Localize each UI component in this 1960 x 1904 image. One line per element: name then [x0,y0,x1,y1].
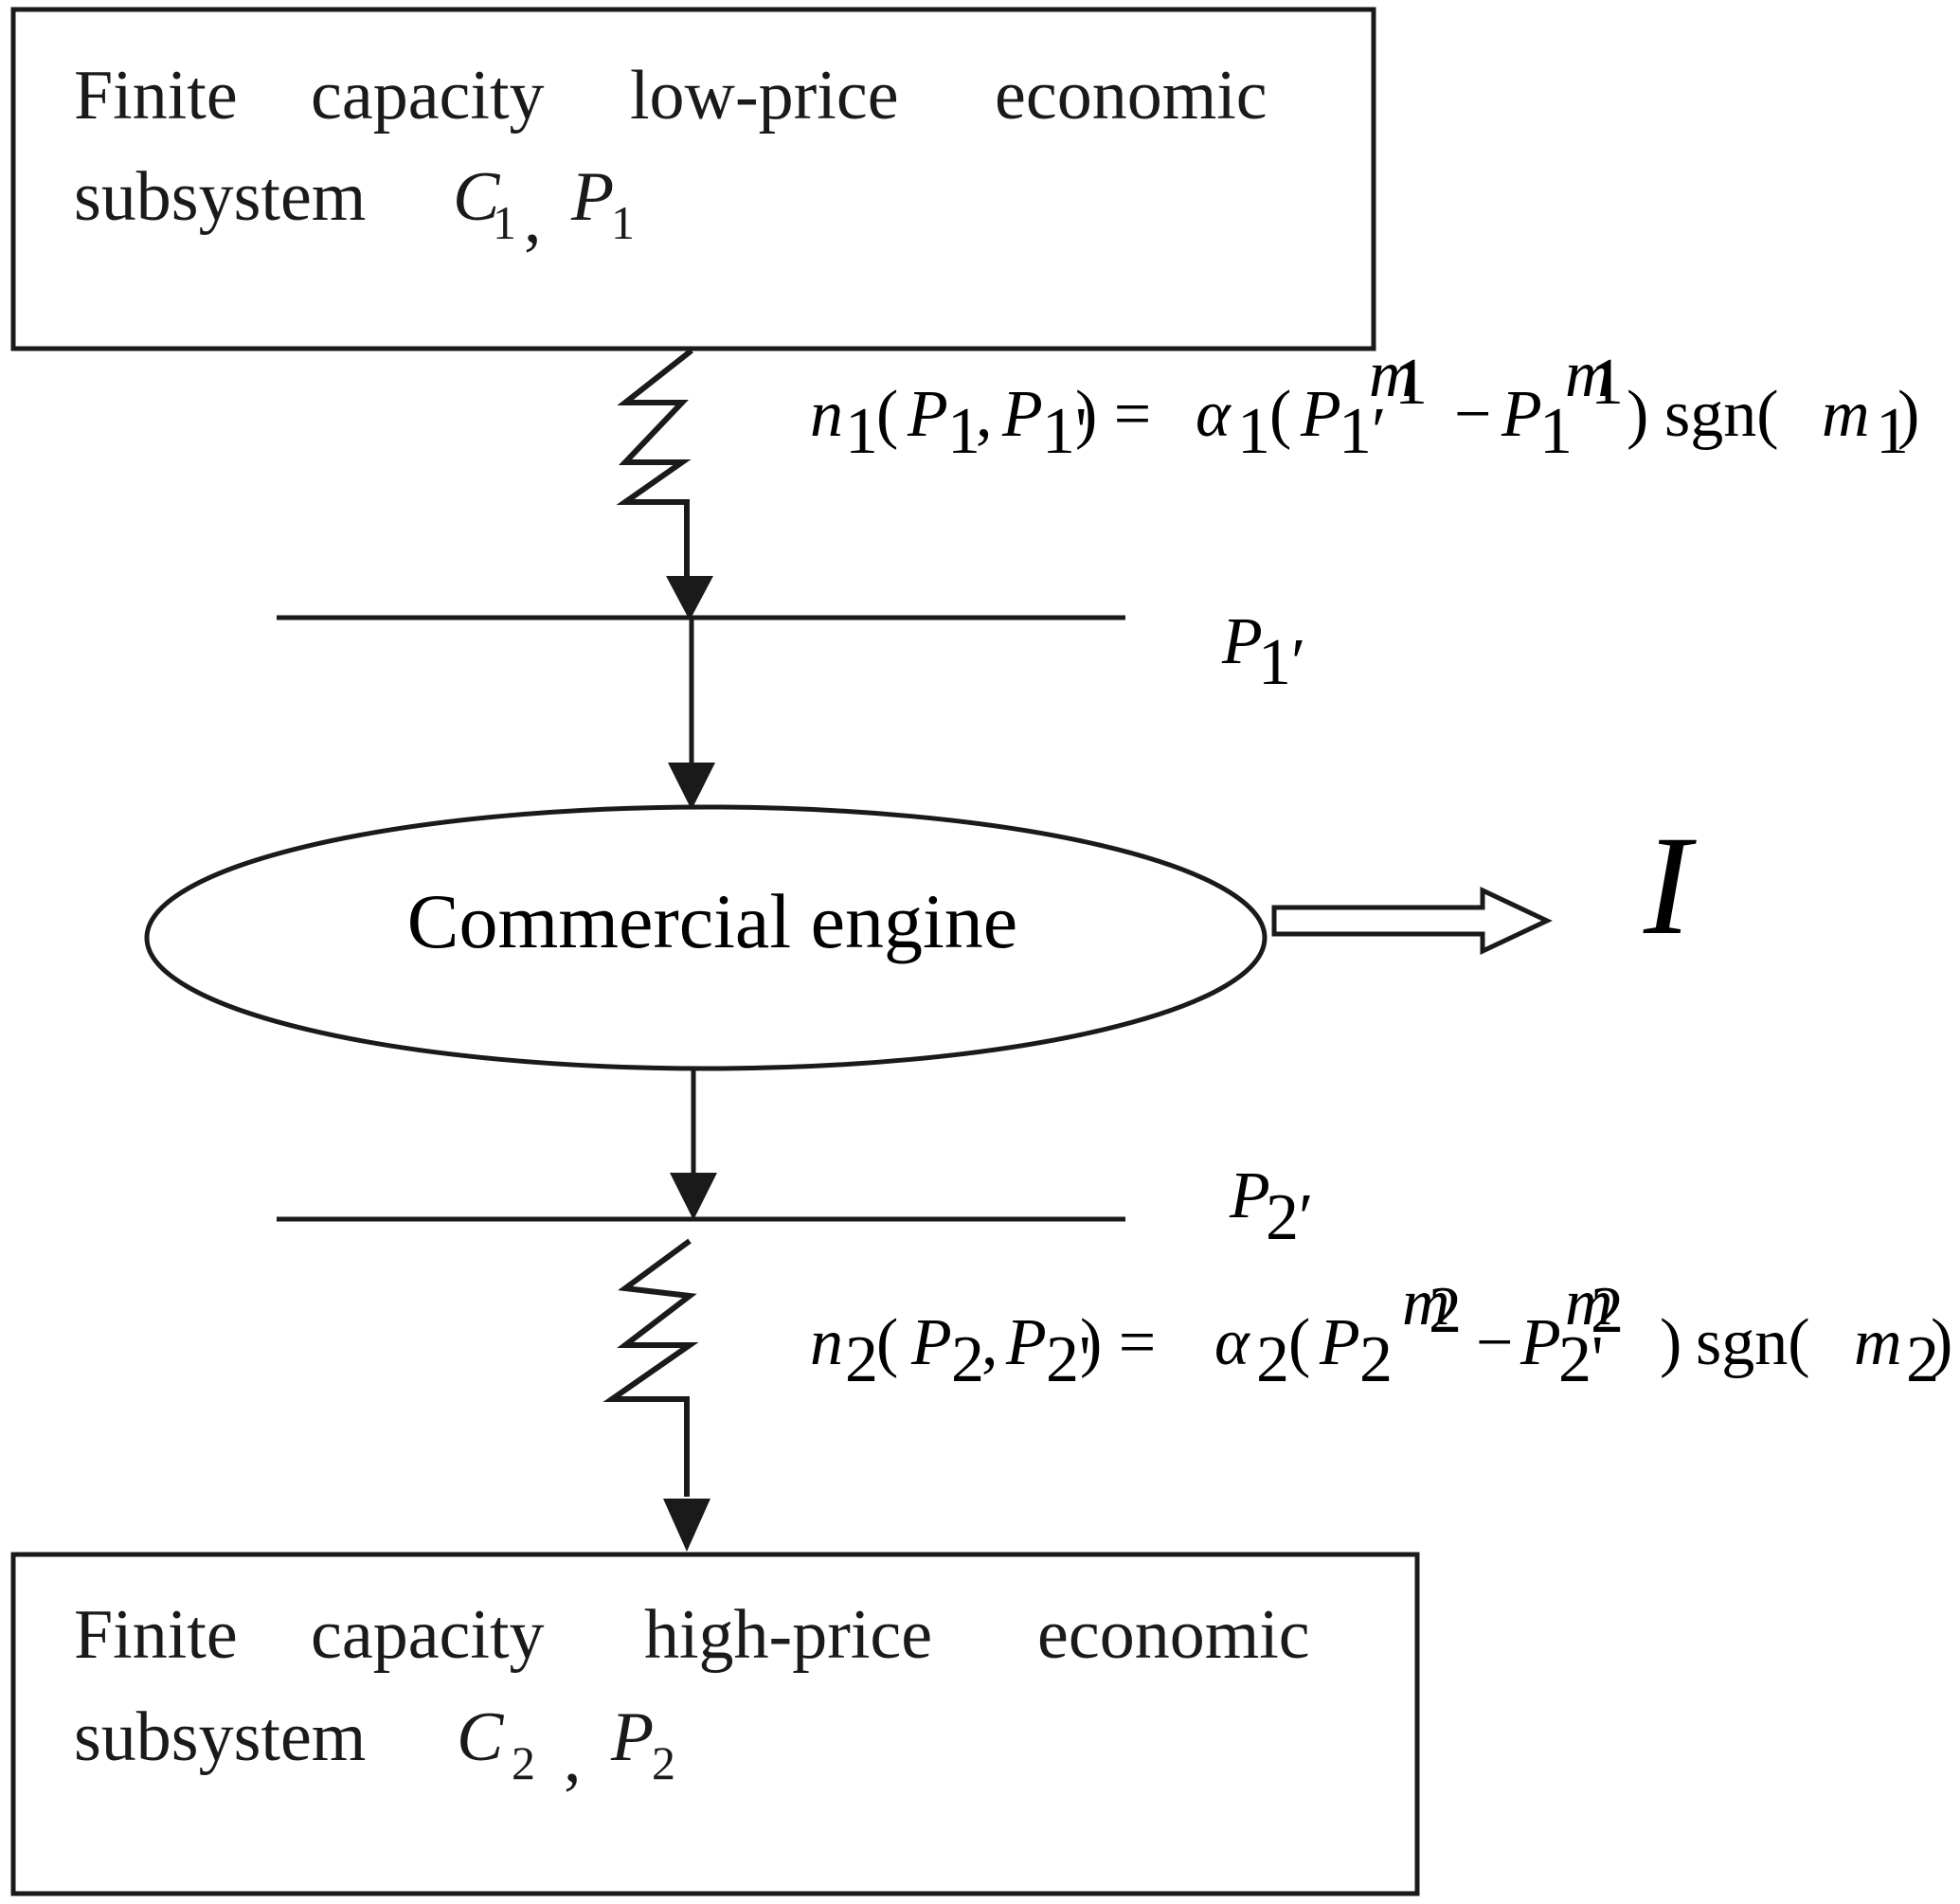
level1-p: P [1221,605,1263,678]
eq1-n-sub: 1 [845,395,878,468]
eq2-term2-sub: 2' [1558,1323,1604,1396]
top-box-symbol-c-sub: 1 [493,196,516,249]
eq1-term2-sup: m [1565,338,1613,411]
equation-2: n 2 ( P 2 , P 2' ) = α 2 ( P 2 m 2 − P 2… [810,1266,1952,1396]
output-symbol-i: I [1643,807,1697,964]
eq2-paren-close: ) [1660,1306,1681,1379]
eq2-m: m [1854,1306,1902,1379]
output-hollow-arrow [1271,887,1553,955]
eq1-sgn: sgn( [1664,378,1779,451]
eq2-comma: , [981,1306,998,1379]
bottom-box-word-2: capacity [311,1596,545,1674]
top-box-word-1: Finite [74,57,238,135]
eq1-end-paren: ) [1897,378,1919,451]
eq1-term1-sub: 1′ [1339,395,1386,468]
commercial-engine-label: Commercial engine [407,878,1017,964]
eq1-paren-close: ) [1627,378,1648,451]
eq1-p-prime: P [1001,378,1043,451]
bottom-subsystem-box [10,1552,1420,1896]
bottom-box-symbol-p: P [610,1698,654,1776]
eq1-alpha-sub: 1 [1237,395,1270,468]
eq2-term1-p: P [1319,1306,1360,1379]
bottom-box-word-4: economic [1037,1596,1310,1674]
eq1-m-sub: 1 [1876,395,1909,468]
bottom-resistor-arrowhead [663,1499,710,1552]
eq1-open-paren: ( [876,378,898,451]
commercial-engine-ellipse [144,804,1268,1071]
eq2-paren-open: ( [1288,1306,1310,1379]
eq1-n: n [810,378,843,451]
top-box-label: Finite capacity low-price economic subsy… [74,57,1268,258]
eq1-paren-open: ( [1269,378,1291,451]
eq1-m: m [1822,378,1870,451]
eq2-term2-sup: m [1565,1266,1613,1339]
level2-p: P [1229,1159,1270,1232]
top-subsystem-box [10,7,1376,351]
eq2-n-sub: 2 [845,1323,878,1396]
eq2-alpha-sub: 2 [1256,1323,1289,1396]
top-box-symbol-c: C [453,158,501,236]
eq1-term2-p: P [1501,378,1542,451]
bottom-box-comma: , [564,1719,582,1797]
bottom-box-symbol-c-sub: 2 [512,1736,535,1789]
eq1-alpha: α [1196,378,1232,451]
eq1-p-prime-sub: 1' [1042,395,1088,468]
top-box-word-3: low-price [630,57,899,135]
eq2-term1-sub: 2 [1359,1323,1393,1396]
eq1-p: P [907,378,948,451]
bottom-resistor-zigzag [602,1238,699,1497]
eq2-p: P [910,1306,952,1379]
top-box-word-2: capacity [311,57,545,135]
eq2-open-paren: ( [876,1306,898,1379]
eq2-m-sub: 2 [1906,1323,1939,1396]
eq2-alpha: α [1214,1306,1250,1379]
eq1-term1-sup-sub: 1 [1394,346,1428,419]
eq2-p-prime-sub: 2' [1046,1323,1091,1396]
top-box-word-subsystem: subsystem [74,158,366,236]
top-resistor-arrowhead [666,576,713,620]
arrow-from-engine-head [670,1173,717,1220]
bottom-box-label: Finite capacity high-price economic subs… [74,1596,1310,1797]
level1-sub: 1′ [1258,626,1305,699]
eq1-close-equals: ) = [1075,378,1151,451]
bottom-box-word-subsystem: subsystem [74,1698,366,1776]
top-box-symbol-p: P [570,158,614,236]
eq2-p-sub: 2 [951,1323,984,1396]
bottom-box-symbol-p-sub: 2 [652,1736,675,1789]
top-resistor-zigzag [616,348,693,578]
top-box-symbol-p-sub: 1 [611,196,635,249]
eq2-term1-sup: m [1402,1266,1450,1339]
top-box-comma: , [524,180,542,258]
top-box-word-4: economic [995,57,1268,135]
eq2-p-prime: P [1005,1306,1047,1379]
eq2-term1-sup-sub: 2 [1429,1274,1462,1347]
bottom-box-symbol-c: C [457,1698,505,1776]
level-label-p2-prime: P 2′ [1229,1159,1313,1254]
equation-1: n 1 ( P 1 , P 1' ) = α 1 ( P 1′ m 1 − P … [810,338,1919,468]
eq2-term2-p: P [1519,1306,1561,1379]
eq1-term1-sup: m [1369,338,1417,411]
eq1-minus: − [1454,378,1491,451]
eq2-minus: − [1476,1306,1513,1379]
eq1-p-sub: 1 [947,395,980,468]
eq2-end-paren: ) [1931,1306,1952,1379]
eq1-term1-p: P [1300,378,1341,451]
eq2-close-equals: ) = [1080,1306,1156,1379]
bottom-box-word-1: Finite [74,1596,238,1674]
eq2-sgn: sgn( [1696,1306,1810,1379]
bottom-box-word-3: high-price [644,1596,932,1674]
eq2-n: n [810,1306,843,1379]
arrow-to-engine-head [668,763,715,810]
eq1-comma: , [976,378,993,451]
level-label-p1-prime: P 1′ [1221,605,1305,699]
eq1-term2-sup-sub: 1 [1591,346,1624,419]
level2-sub: 2′ [1266,1181,1313,1254]
eq1-term2-sub: 1 [1539,395,1573,468]
eq2-term2-sup-sub: 2 [1591,1274,1624,1347]
